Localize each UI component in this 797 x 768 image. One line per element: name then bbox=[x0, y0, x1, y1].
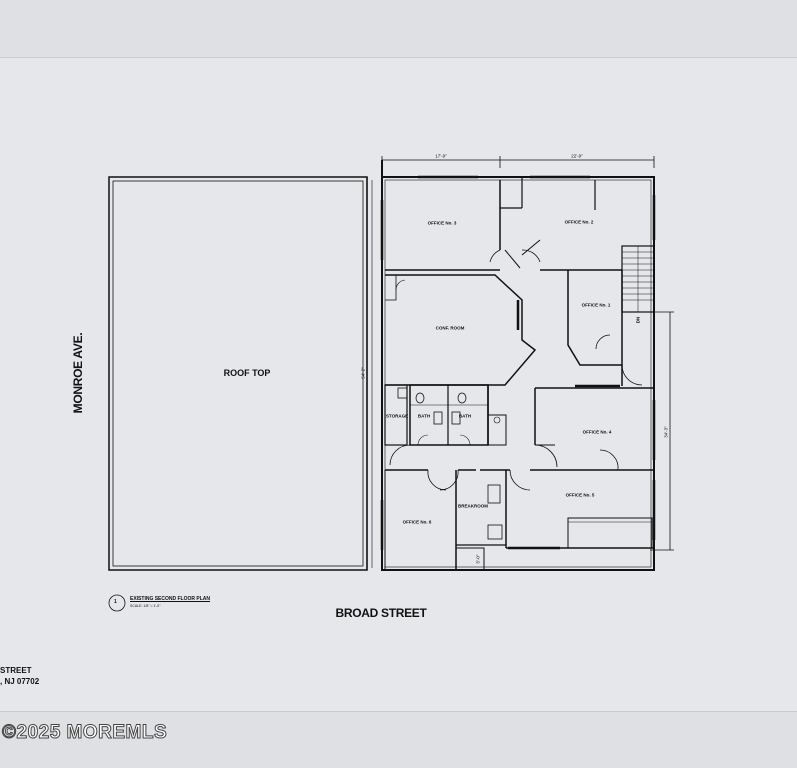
room-label-office-1: OFFICE No. 1 bbox=[581, 302, 611, 308]
drawing-scale: SCALE: 1/8" = 1'-0" bbox=[130, 604, 161, 608]
drawing-title: EXISTING SECOND FLOOR PLAN bbox=[130, 596, 211, 602]
room-label-bath-b: BATH bbox=[458, 413, 472, 419]
drawing-number: 1 bbox=[114, 599, 117, 605]
dimension-top-left: 17'-9" bbox=[435, 153, 447, 159]
building-outline bbox=[381, 176, 655, 571]
room-label-office-5: OFFICE No. 5 bbox=[565, 492, 595, 498]
dimension-right: 34'-3" bbox=[663, 426, 669, 438]
room-label-storage: STORAGE bbox=[385, 413, 409, 419]
roof-top-label: ROOF TOP bbox=[223, 368, 271, 378]
room-label-office-6: OFFICE No. 6 bbox=[402, 519, 432, 525]
room-label-office-2: OFFICE No. 2 bbox=[564, 219, 594, 225]
street-label-left: MONROE AVE. bbox=[71, 332, 85, 414]
dimension-bottom: 5'-0" bbox=[475, 554, 481, 564]
street-label-bottom: BROAD STREET bbox=[335, 606, 427, 620]
room-label-breakroom: BREAKROOM bbox=[458, 503, 488, 509]
watermark-text: ©2025 MOREMLS bbox=[1, 722, 168, 744]
roof-top-inner bbox=[112, 180, 364, 567]
dimension-top-right: 22'-9" bbox=[571, 153, 583, 159]
address-line-1: STREET bbox=[0, 666, 32, 675]
room-label-bath-a: BATH bbox=[417, 413, 431, 419]
room-label-office-4: OFFICE No. 4 bbox=[582, 429, 612, 435]
dimension-middle: 54'-2" bbox=[360, 367, 366, 379]
stair-label: DN bbox=[635, 316, 641, 324]
room-label-office-3: OFFICE No. 3 bbox=[427, 220, 457, 226]
room-label-conference: CONF. ROOM bbox=[435, 325, 465, 331]
address-line-2: , NJ 07702 bbox=[0, 677, 40, 686]
